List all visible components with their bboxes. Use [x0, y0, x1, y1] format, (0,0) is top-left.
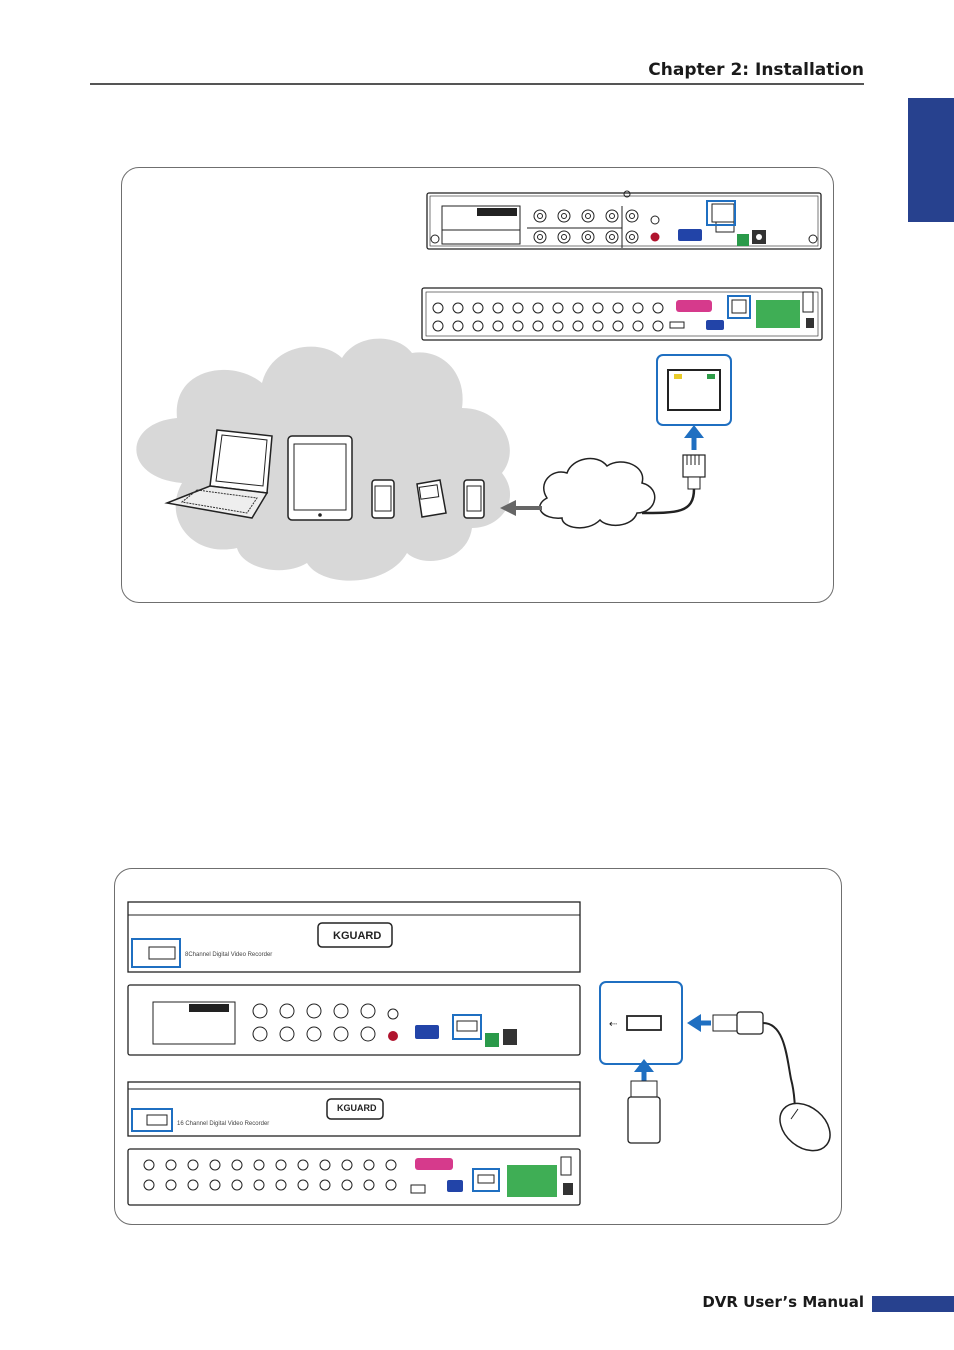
front-panel-16ch-label: 16 Channel Digital Video Recorder	[177, 1121, 269, 1127]
usb-flash-drive-icon	[628, 1081, 660, 1143]
smartphone-icon	[372, 480, 394, 518]
chapter-side-tab	[908, 98, 954, 222]
dvr-16ch-rear-panel	[422, 288, 822, 340]
tablet-icon	[288, 436, 352, 520]
svg-text:⇠: ⇠	[609, 1019, 618, 1030]
internet-cloud-icon	[540, 459, 655, 528]
chapter-title: Chapter 2: Installation	[648, 60, 864, 80]
usb-port-zoom: ⇠	[600, 982, 682, 1064]
manual-title: DVR User’s Manual	[702, 1293, 864, 1311]
usb-diagram: ⇠	[115, 869, 843, 1226]
mouse-icon	[771, 1094, 840, 1161]
lan-port-zoom	[657, 355, 731, 425]
footer-accent-bar	[872, 1296, 954, 1312]
up-arrow-icon	[684, 425, 704, 450]
network-diagram	[122, 168, 834, 603]
front-panel-8ch-label: 8Channel Digital Video Recorder	[185, 952, 272, 958]
header-divider	[90, 83, 864, 85]
arrow-from-mouse-icon	[687, 1014, 711, 1032]
dvr-8ch-rear-panel	[427, 191, 821, 249]
usb-connection-figure: ⇠ 8Channel Digital Video Recorder 16 Cha…	[114, 868, 842, 1225]
brand-logo-16ch: KGUARD	[337, 1103, 377, 1113]
phone-icon	[464, 480, 484, 518]
brand-logo-8ch: KGUARD	[333, 930, 381, 942]
blackberry-icon	[417, 480, 446, 517]
network-connection-figure	[121, 167, 834, 603]
dvr-16ch-rear-panel	[128, 1149, 580, 1205]
dvr-8ch-rear-panel	[128, 985, 580, 1055]
usb-cable-plug-icon	[713, 1012, 795, 1119]
